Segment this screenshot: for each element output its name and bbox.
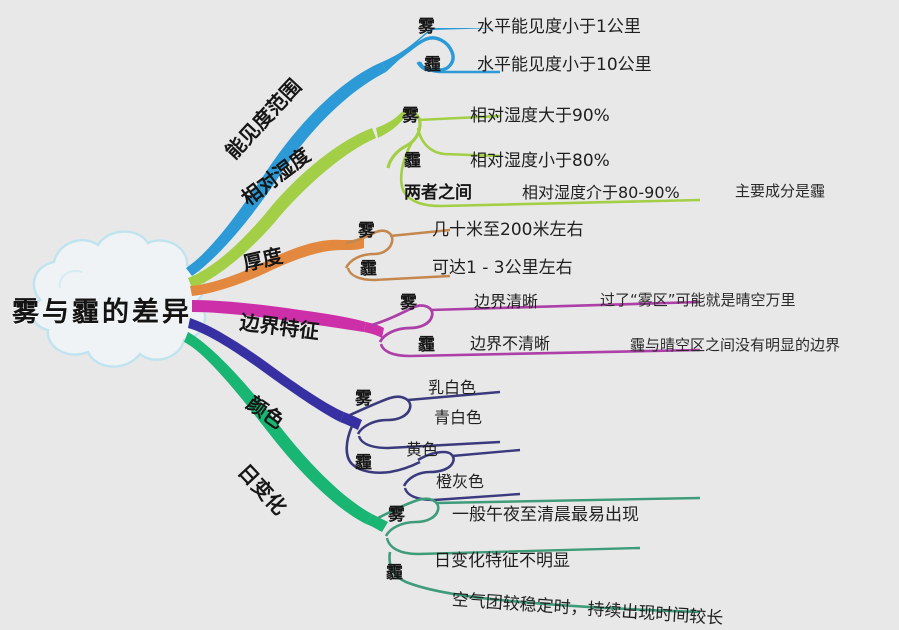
node-text-daily-haze-nodaily[interactable]: 日变化特征不明显 <box>434 551 570 571</box>
branch-daily <box>184 332 701 614</box>
branch-humidity <box>188 110 701 288</box>
branch-thickness <box>190 228 451 296</box>
node-key-daily-fog[interactable]: 雾 <box>388 505 405 525</box>
node-key-visibility-fog[interactable]: 雾 <box>418 17 435 37</box>
node-text-visibility-haze[interactable]: 水平能见度小于10公里 <box>477 55 652 75</box>
node-note-boundary-fog[interactable]: 过了“雾区”可能就是晴空万里 <box>600 291 796 309</box>
leaf-underlines <box>424 39 886 615</box>
node-text-color-haze-yellow[interactable]: 黄色 <box>406 440 439 459</box>
branch-boundary <box>192 300 701 358</box>
node-text-thickness-fog[interactable]: 几十米至200米左右 <box>432 220 584 240</box>
node-note-boundary-haze[interactable]: 霾与晴空区之间没有明显的边界 <box>630 336 841 354</box>
node-text-color-haze-orangegray[interactable]: 橙灰色 <box>436 472 485 491</box>
node-text-thickness-haze[interactable]: 可达1 - 3公里左右 <box>432 258 573 278</box>
node-text-boundary-haze[interactable]: 边界不清晰 <box>470 334 551 353</box>
node-text-humidity-fog[interactable]: 相对湿度大于90% <box>470 106 610 126</box>
branch-color <box>188 318 521 502</box>
node-text-daily-fog[interactable]: 一般午夜至清晨最易出现 <box>452 505 639 525</box>
node-key-boundary-haze[interactable]: 霾 <box>418 335 435 355</box>
node-key-color-fog[interactable]: 雾 <box>355 389 372 409</box>
node-key-visibility-haze[interactable]: 霾 <box>424 55 441 75</box>
node-note-humidity-between[interactable]: 主要成分是霾 <box>735 182 826 200</box>
node-text-color-fog-bluishwhite[interactable]: 青白色 <box>434 408 483 427</box>
node-text-color-fog-milky[interactable]: 乳白色 <box>428 378 477 397</box>
node-key-thickness-haze[interactable]: 霾 <box>360 259 377 279</box>
node-text-humidity-haze[interactable]: 相对湿度小于80% <box>470 151 610 171</box>
center-cloud-shape <box>31 230 207 368</box>
node-key-thickness-fog[interactable]: 雾 <box>358 221 375 241</box>
node-key-humidity-haze[interactable]: 霾 <box>404 151 421 171</box>
node-key-color-haze[interactable]: 霾 <box>355 453 372 473</box>
branch-visibility <box>186 28 500 276</box>
node-key-boundary-fog[interactable]: 雾 <box>400 293 417 313</box>
node-text-humidity-between[interactable]: 相对湿度介于80-90% <box>522 183 680 202</box>
center-node-label[interactable]: 雾与霾的差异 <box>12 297 192 328</box>
node-text-boundary-fog[interactable]: 边界清晰 <box>474 292 539 311</box>
node-key-humidity-fog[interactable]: 雾 <box>402 106 419 126</box>
node-key-daily-haze[interactable]: 霾 <box>386 563 403 583</box>
node-key-humidity-between[interactable]: 两者之间 <box>404 183 472 203</box>
node-text-visibility-fog[interactable]: 水平能见度小于1公里 <box>477 17 641 37</box>
